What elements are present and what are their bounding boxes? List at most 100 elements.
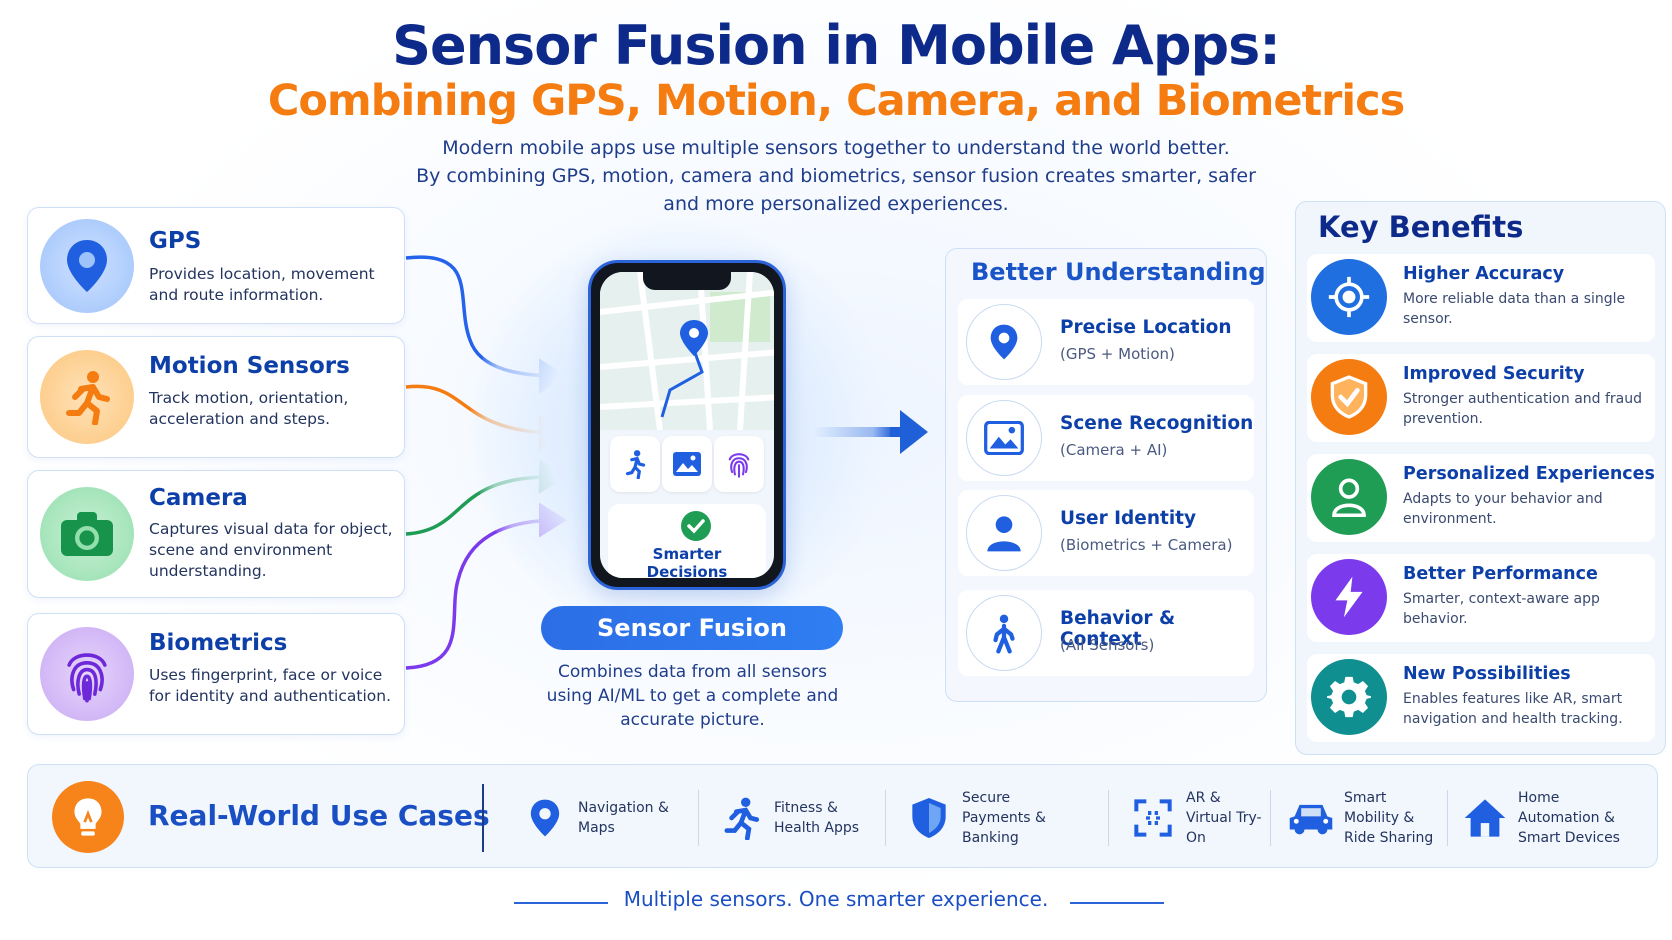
gear-icon bbox=[1311, 659, 1387, 735]
footer-rule-left bbox=[514, 902, 608, 904]
sensor-card-camera: Camera Captures visual data for object, … bbox=[27, 470, 405, 598]
use-case-label: Secure Payments & Banking bbox=[962, 790, 1046, 846]
decision-line: Smarter bbox=[652, 545, 722, 563]
intro-line: and more personalized experiences. bbox=[663, 193, 1009, 215]
lightning-icon bbox=[1311, 559, 1387, 635]
lightbulb-icon bbox=[52, 781, 124, 853]
smarter-decisions-panel: Smarter Decisions bbox=[608, 504, 766, 578]
intro-text: Modern mobile apps use multiple sensors … bbox=[386, 134, 1286, 218]
benefit-title: New Possibilities bbox=[1403, 664, 1571, 684]
use-case-item: Fitness & Health Apps bbox=[716, 784, 884, 852]
benefit-item: Better Performance Smarter, context-awar… bbox=[1307, 554, 1655, 642]
benefit-title: Higher Accuracy bbox=[1403, 264, 1565, 284]
benefit-desc: Enables features like AR, smart navigati… bbox=[1403, 691, 1623, 727]
image-icon bbox=[966, 400, 1042, 476]
sensor-title: Biometrics bbox=[149, 630, 288, 656]
phone-screen: Smarter Decisions bbox=[600, 272, 774, 578]
intro-line: Modern mobile apps use multiple sensors … bbox=[442, 137, 1230, 159]
sensor-title: GPS bbox=[149, 228, 202, 254]
image-icon bbox=[662, 436, 712, 492]
sensor-desc: Captures visual data for object, scene a… bbox=[149, 520, 393, 580]
use-case-divider bbox=[885, 790, 886, 846]
understanding-item: Precise Location (GPS + Motion) bbox=[958, 299, 1254, 385]
home-icon bbox=[1460, 793, 1510, 843]
phone-notch bbox=[643, 272, 731, 290]
sensor-card-biometrics: Biometrics Uses fingerprint, face or voi… bbox=[27, 613, 405, 735]
sensor-card-gps: GPS Provides location, movement and rout… bbox=[27, 207, 405, 324]
running-person-icon bbox=[40, 350, 134, 444]
use-cases-separator bbox=[482, 784, 484, 852]
benefit-item: Higher Accuracy More reliable data than … bbox=[1307, 254, 1655, 342]
benefit-desc: Adapts to your behavior and environment. bbox=[1403, 491, 1603, 527]
understanding-sub: (All Sensors) bbox=[1060, 636, 1155, 654]
footer-tagline: Multiple sensors. One smarter experience… bbox=[623, 887, 1049, 911]
better-understanding-title: Better Understanding bbox=[971, 258, 1266, 286]
understanding-title: User Identity bbox=[1060, 508, 1197, 529]
benefit-item: Improved Security Stronger authenticatio… bbox=[1307, 354, 1655, 442]
page-title: Sensor Fusion in Mobile Apps: bbox=[392, 14, 1281, 77]
understanding-sub: (Biometrics + Camera) bbox=[1060, 536, 1233, 554]
shield-icon bbox=[904, 793, 954, 843]
benefit-desc: More reliable data than a single sensor. bbox=[1403, 291, 1626, 327]
fingerprint-icon bbox=[40, 627, 134, 721]
benefit-item: Personalized Experiences Adapts to your … bbox=[1307, 454, 1655, 542]
use-case-item: Home Automation & Smart Devices bbox=[1460, 784, 1638, 852]
understanding-sub: (GPS + Motion) bbox=[1060, 345, 1175, 363]
use-case-label: Fitness & Health Apps bbox=[774, 800, 860, 836]
use-case-item: AR & Virtual Try-On bbox=[1128, 784, 1266, 852]
check-icon bbox=[681, 511, 711, 541]
location-pin-icon bbox=[40, 219, 134, 313]
location-pin-icon bbox=[520, 793, 570, 843]
use-case-item: Smart Mobility & Ride Sharing bbox=[1286, 784, 1444, 852]
use-case-label: Home Automation & Smart Devices bbox=[1518, 790, 1620, 846]
benefit-title: Improved Security bbox=[1403, 364, 1585, 384]
use-case-divider bbox=[1447, 790, 1448, 846]
benefit-title: Better Performance bbox=[1403, 564, 1598, 584]
use-case-label: Navigation & Maps bbox=[578, 800, 669, 836]
benefit-title: Personalized Experiences bbox=[1403, 464, 1655, 484]
user-icon bbox=[966, 495, 1042, 571]
sensor-desc: Track motion, orientation, acceleration … bbox=[149, 389, 349, 428]
use-case-item: Secure Payments & Banking bbox=[904, 784, 1082, 852]
shield-check-icon bbox=[1311, 359, 1387, 435]
use-case-item: Navigation & Maps bbox=[520, 784, 688, 852]
sensor-desc: Provides location, movement and route in… bbox=[149, 265, 375, 304]
key-benefits-title: Key Benefits bbox=[1318, 210, 1524, 244]
use-case-label: Smart Mobility & Ride Sharing bbox=[1344, 790, 1434, 846]
use-case-label: AR & Virtual Try-On bbox=[1186, 790, 1262, 846]
use-case-divider bbox=[1270, 790, 1271, 846]
ar-frame-icon bbox=[1128, 793, 1178, 843]
understanding-item: Scene Recognition (Camera + AI) bbox=[958, 395, 1254, 481]
intro-line: By combining GPS, motion, camera and bio… bbox=[416, 165, 1256, 187]
sensor-title: Motion Sensors bbox=[149, 353, 350, 379]
understanding-sub: (Camera + AI) bbox=[1060, 441, 1168, 459]
walking-person-icon bbox=[966, 595, 1042, 671]
use-cases-bar bbox=[27, 764, 1658, 868]
understanding-title: Scene Recognition bbox=[1060, 413, 1254, 434]
location-pin-icon bbox=[966, 304, 1042, 380]
understanding-item: Behavior & Context (All Sensors) bbox=[958, 590, 1254, 676]
phone-sensor-tiles bbox=[610, 436, 764, 498]
crosshair-icon bbox=[1311, 259, 1387, 335]
sensor-desc: Uses fingerprint, face or voice for iden… bbox=[149, 666, 391, 705]
benefit-desc: Stronger authentication and fraud preven… bbox=[1403, 391, 1643, 427]
phone-illustration: Smarter Decisions bbox=[588, 260, 786, 590]
sensor-fusion-pill: Sensor Fusion bbox=[541, 606, 843, 650]
understanding-item: User Identity (Biometrics + Camera) bbox=[958, 490, 1254, 576]
fingerprint-icon bbox=[714, 436, 764, 492]
car-icon bbox=[1286, 793, 1336, 843]
understanding-title: Behavior & Context bbox=[1060, 608, 1176, 650]
map-view bbox=[600, 272, 774, 431]
smarter-decisions-label: Smarter Decisions bbox=[608, 545, 766, 578]
use-cases-title: Real-World Use Cases bbox=[148, 799, 490, 832]
understanding-title: Precise Location bbox=[1060, 317, 1232, 338]
user-icon bbox=[1311, 459, 1387, 535]
running-person-icon bbox=[716, 793, 766, 843]
sensor-card-motion: Motion Sensors Track motion, orientation… bbox=[27, 336, 405, 458]
fusion-output-arrowhead bbox=[900, 410, 928, 454]
running-person-icon bbox=[610, 436, 660, 492]
benefit-desc: Smarter, context-aware app behavior. bbox=[1403, 591, 1600, 627]
decision-line: Decisions bbox=[646, 563, 728, 578]
footer-rule-right bbox=[1070, 902, 1164, 904]
benefit-item: New Possibilities Enables features like … bbox=[1307, 654, 1655, 742]
